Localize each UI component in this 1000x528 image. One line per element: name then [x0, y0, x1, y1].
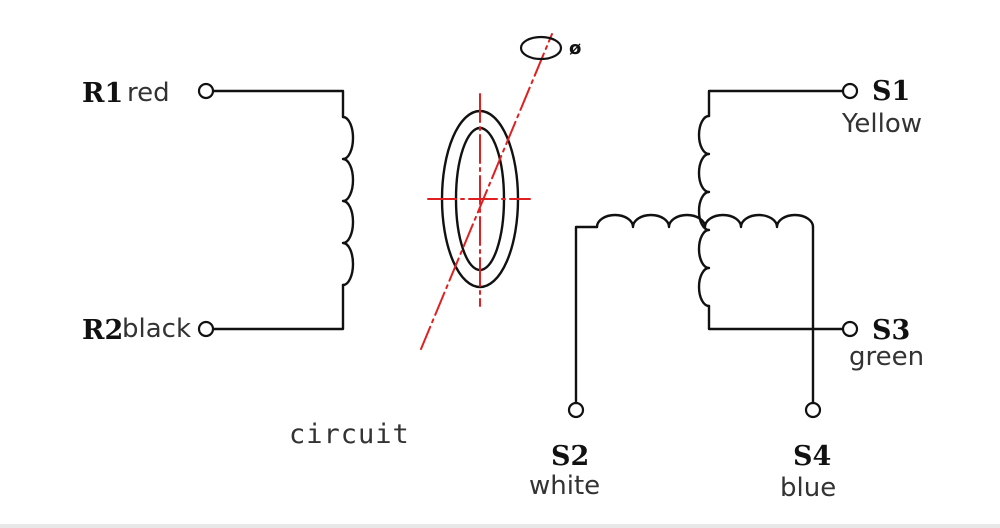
s2-color-label: white: [529, 471, 601, 501]
r2-color-label: black: [122, 314, 192, 344]
s3-pin-label: S3: [872, 315, 911, 346]
bottom-divider: [0, 524, 1000, 528]
r2-pin-label: R2: [82, 315, 124, 346]
s1-color-label: Yellow: [842, 109, 923, 139]
s3-lead-wire: [707, 304, 845, 331]
circuit-caption: circuit: [289, 419, 410, 450]
rotor-winding: [212, 89, 355, 331]
s2-pin-label: S2: [551, 441, 590, 472]
s4-pin-label: S4: [793, 441, 832, 472]
s4-terminal: [804, 401, 822, 419]
rotation-angle-axis: [420, 33, 553, 350]
s1-lead-wire: [707, 89, 845, 118]
s3-color-label: green: [849, 342, 925, 372]
s3-terminal: [841, 320, 859, 338]
r1-lead-wire: [212, 89, 345, 119]
r1-pin-label: R1: [82, 78, 124, 109]
stator-coil-s1-s3: [697, 114, 711, 308]
r2-terminal: [197, 320, 215, 338]
stator-winding-s2-s4: [574, 213, 815, 405]
phi-angle-symbol: ø: [569, 38, 582, 59]
rotor-coil: [341, 115, 355, 287]
stator-coil-s2-s4: [595, 213, 815, 229]
r1-color-label: red: [127, 78, 170, 108]
r2-lead-wire: [212, 283, 345, 331]
s1-terminal: [841, 82, 859, 100]
stator-winding-s1-s3: [697, 89, 845, 331]
s4-color-label: blue: [780, 473, 837, 503]
phi-indicator-ring: [519, 35, 563, 61]
s2-terminal: [567, 401, 585, 419]
s2-lead-wire: [574, 225, 599, 405]
s1-pin-label: S1: [872, 76, 911, 107]
r1-terminal: [197, 82, 215, 100]
